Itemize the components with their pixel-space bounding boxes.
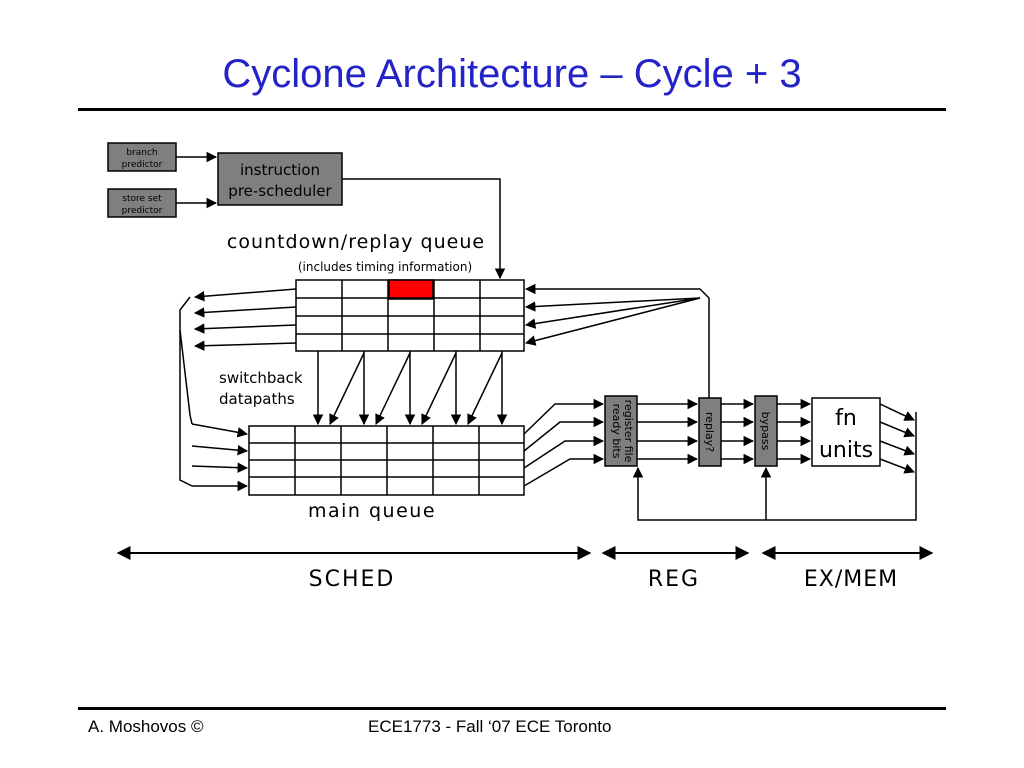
replay-label: replay? <box>703 412 716 452</box>
main-queue-left-inputs <box>179 329 249 492</box>
branch-predictor-line2: predictor <box>122 160 163 170</box>
bypass-to-fnunits <box>777 398 812 465</box>
stage-exmem-label: EX/MEM <box>804 567 898 592</box>
prescheduler-to-queue-arrow <box>342 178 506 280</box>
main-queue-label: main queue <box>308 500 436 522</box>
fn-units-outputs <box>879 403 915 474</box>
main-queue-to-regfile <box>523 398 605 487</box>
main-queue-grid <box>248 425 525 496</box>
stage-sched-label: SCHED <box>309 567 396 592</box>
register-file-block: register file ready bits <box>604 395 638 467</box>
slide-title: Cyclone Architecture – Cycle + 3 <box>222 52 802 96</box>
register-file-line2: ready bits <box>610 404 623 459</box>
store-set-predictor-block: store set predictor <box>107 188 177 218</box>
regfile-to-replay <box>637 398 699 465</box>
prescheduler-line2: pre-scheduler <box>228 182 332 200</box>
replay-to-bypass <box>721 398 755 465</box>
prescheduler-line1: instruction <box>240 161 320 179</box>
register-file-line1: register file <box>622 400 635 463</box>
switchback-label-line2: datapaths <box>219 390 295 408</box>
switchback-datapaths <box>312 351 508 426</box>
replay-block: replay? <box>698 397 722 467</box>
branch-predictor-block: branch predictor <box>107 142 177 172</box>
store-set-predictor-line1: store set <box>122 194 162 204</box>
fn-units-block: fn units <box>811 397 881 467</box>
store-set-predictor-line2: predictor <box>122 206 163 216</box>
instruction-prescheduler-block: instruction pre-scheduler <box>217 152 343 206</box>
replay-feedback-inputs <box>524 283 710 398</box>
highlighted-queue-slot <box>388 279 434 300</box>
fn-units-line1: fn <box>835 406 857 431</box>
bypass-block: bypass <box>754 395 778 467</box>
footer-author: A. Moshovos © <box>88 717 204 736</box>
footer-rule <box>78 707 946 710</box>
countdown-replay-queue-grid <box>295 279 525 352</box>
bypass-label: bypass <box>759 412 772 451</box>
branch-predictor-line1: branch <box>126 148 157 158</box>
countdown-queue-sublabel: (includes timing information) <box>298 260 472 274</box>
footer-course: ECE1773 - Fall ‘07 ECE Toronto <box>368 717 612 736</box>
fn-units-line2: units <box>819 438 873 463</box>
countdown-left-outputs <box>179 288 297 487</box>
title-rule <box>78 108 946 111</box>
countdown-queue-label: countdown/replay queue <box>227 231 485 253</box>
bypass-feedback-loop <box>632 412 917 521</box>
switchback-label-line1: switchback <box>219 369 303 387</box>
stage-reg-label: REG <box>648 567 700 592</box>
